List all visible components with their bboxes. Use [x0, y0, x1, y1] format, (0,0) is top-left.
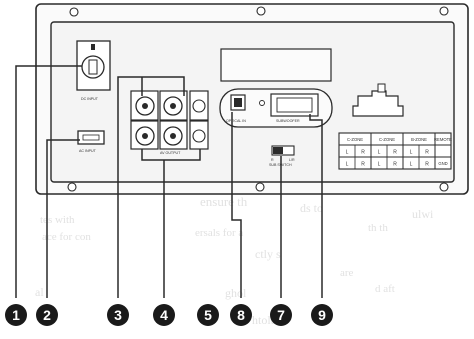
svg-text:ersals for a: ersals for a	[195, 227, 243, 239]
zone-terminal-cell: L	[410, 162, 413, 168]
av-output-label: AV OUTPUT	[160, 151, 181, 155]
harness-connector	[352, 83, 404, 117]
switch-left-label: R	[271, 158, 274, 162]
remote-label: REMOTE	[434, 137, 452, 142]
svg-text:th th: th th	[368, 222, 388, 234]
blank-plate	[220, 48, 332, 82]
callout-4: 4	[153, 304, 175, 326]
callout-2: 2	[36, 304, 58, 326]
dc-input-label: DC INPUT	[81, 97, 99, 101]
svg-text:tes with: tes with	[40, 214, 75, 226]
svg-text:htolt: htolt	[252, 313, 275, 327]
optical-in-label: OPTICAL IN	[226, 119, 246, 123]
svg-text:3: 3	[114, 307, 122, 323]
svg-text:5: 5	[204, 307, 212, 323]
callout-5: 5	[197, 304, 219, 326]
callout-1: 1	[5, 304, 27, 326]
dc-input-connector: DC INPUT	[76, 40, 111, 101]
callout-8: 8	[230, 304, 252, 326]
svg-text:4: 4	[160, 307, 168, 323]
rca-jack-block: AV OUTPUT	[130, 90, 209, 155]
zone-terminal-cell: R	[393, 150, 397, 156]
zone-terminal-cell: L	[410, 150, 413, 156]
zone-terminal-cell: R	[425, 162, 429, 168]
zone-terminal-cell: L	[378, 150, 381, 156]
zone-terminal-cell: L	[346, 150, 349, 156]
callout-9: 9	[311, 304, 333, 326]
zone-header: C-ZONE	[347, 137, 363, 142]
zone-terminal-cell: L	[378, 162, 381, 168]
zone-header: C-ZONE	[379, 137, 395, 142]
zone-terminal-cell: R	[393, 162, 397, 168]
subwoofer-label: SUBWOOFER	[276, 119, 300, 123]
callout-7: 7	[270, 304, 292, 326]
gnd-label: GND	[438, 161, 447, 166]
callout-leaders	[15, 65, 323, 298]
zone-header: B-ZONE	[411, 137, 427, 142]
svg-text:9: 9	[318, 307, 326, 323]
svg-text:al: al	[35, 285, 44, 299]
svg-text:are: are	[340, 267, 354, 279]
switch-right-label: L/R	[289, 158, 295, 162]
callout-3: 3	[107, 304, 129, 326]
ac-input-label: AC INPUT	[79, 149, 97, 153]
ac-input-connector: AC INPUT	[77, 130, 105, 153]
svg-text:ghol: ghol	[225, 286, 247, 300]
zone-terminal-cell: L	[346, 162, 349, 168]
zone-terminal-table: C-ZONE C-ZONE B-ZONE REMOTE GND L R L R L R L R L R L R	[338, 132, 452, 170]
svg-text:ace for con: ace for con	[42, 231, 91, 243]
svg-text:1: 1	[12, 307, 20, 323]
zone-terminal-cell: R	[361, 150, 365, 156]
zone-terminal-cell: R	[425, 150, 429, 156]
svg-text:8: 8	[237, 307, 245, 323]
digital-audio-group: OPTICAL IN SUBWOOFER	[219, 88, 333, 128]
svg-text:2: 2	[43, 307, 51, 323]
zone-terminal-cell: R	[361, 162, 365, 168]
svg-text:ulwi: ulwi	[412, 207, 434, 221]
svg-text:7: 7	[277, 307, 285, 323]
svg-text:ensure th: ensure th	[200, 194, 248, 209]
svg-text:ctly s: ctly s	[255, 247, 281, 261]
svg-text:d aft: d aft	[375, 283, 395, 295]
svg-text:ds to: ds to	[300, 201, 323, 215]
callout-markers: 1 2 3 4 5 8 7 9	[5, 304, 333, 326]
